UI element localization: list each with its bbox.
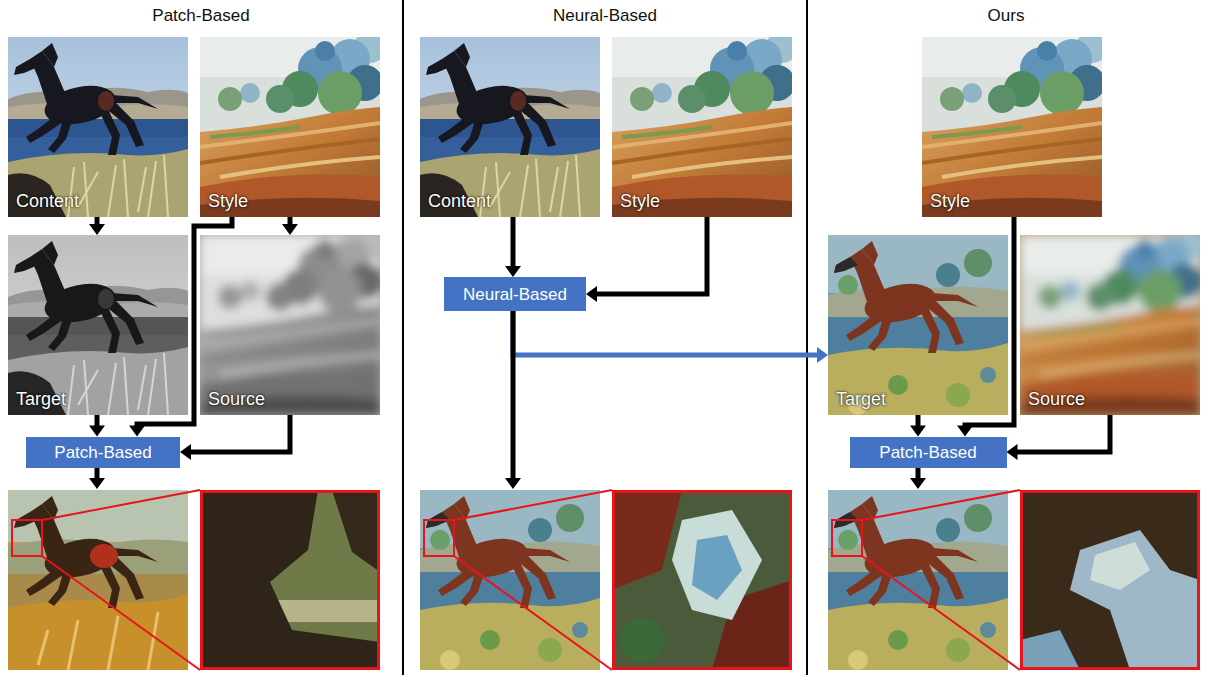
image-label: Target [836, 388, 886, 410]
zoom-callout [12, 490, 1199, 670]
flow-arrow [957, 217, 1014, 437]
zoom-photo [200, 490, 380, 670]
connector-line [513, 311, 818, 355]
image-tile: Style [922, 37, 1102, 217]
arrow-head [586, 286, 597, 302]
connector-line [1017, 415, 1111, 452]
flow-arrow [89, 217, 105, 235]
panel-divider [402, 0, 404, 675]
image-label: Style [208, 190, 248, 212]
panel-heading: Ours [988, 5, 1025, 26]
image-tile: Style [200, 37, 380, 217]
flow-arrow [89, 415, 105, 437]
arrow-head [505, 266, 521, 277]
arrow-head [282, 224, 298, 235]
arrow-head [1007, 444, 1018, 460]
flow-arrow [282, 217, 298, 235]
zoom-photo [1020, 490, 1200, 670]
content-photo [420, 37, 600, 217]
flow-arrow [513, 311, 828, 363]
arrow-head [180, 444, 191, 460]
connector-line [190, 415, 290, 452]
image-tile: Target [828, 235, 1008, 415]
zoom-photo [612, 490, 792, 670]
panel-heading: Neural-Based [553, 5, 657, 26]
image-tile: Source [1020, 235, 1200, 415]
arrow-head [129, 426, 145, 437]
image-label: Source [208, 388, 265, 410]
connector-line [95, 217, 100, 225]
image-tile: Content [420, 37, 600, 217]
image-label: Style [930, 190, 970, 212]
process-box: Patch-Based [850, 437, 1007, 468]
flow-arrow [1007, 415, 1111, 460]
panel-heading: Patch-Based [152, 5, 249, 26]
image-label: Source [1028, 388, 1085, 410]
connector-line [965, 217, 1014, 427]
connector-line [288, 217, 293, 225]
target-photo [828, 235, 1008, 415]
image-label: Content [16, 190, 79, 212]
connector-line [916, 415, 921, 427]
arrow-head [957, 426, 973, 437]
source-photo [1020, 229, 1206, 415]
arrow-head [817, 347, 828, 363]
content-photo [8, 37, 188, 217]
image-tile: Content [8, 37, 188, 217]
source-photo [200, 229, 386, 415]
image-tile: Style [612, 37, 792, 217]
image-label: Target [16, 388, 66, 410]
arrow-head [89, 224, 105, 235]
target-photo [8, 235, 188, 415]
style-painting [612, 31, 798, 217]
box-label: Patch-Based [879, 442, 976, 463]
flow-arrow [910, 415, 926, 437]
arrow-head [910, 426, 926, 437]
image-label: Content [428, 190, 491, 212]
flow-arrow [180, 415, 290, 460]
process-box: Neural-Based [444, 277, 586, 311]
style-painting [200, 31, 386, 217]
flow-arrow [586, 217, 707, 302]
process-box: Patch-Based [26, 437, 180, 468]
connector-line [95, 415, 100, 427]
output-arrow [89, 311, 926, 489]
image-tile: Target [8, 235, 188, 415]
image-label: Style [620, 190, 660, 212]
box-label: Patch-Based [54, 442, 151, 463]
box-label: Neural-Based [463, 284, 567, 305]
image-tile: Source [200, 235, 380, 415]
panel-divider [806, 0, 808, 675]
arrow-head [89, 426, 105, 437]
connector-line [511, 217, 516, 267]
style-painting [922, 31, 1108, 217]
flow-arrow [505, 217, 521, 277]
connector-line [596, 217, 707, 294]
